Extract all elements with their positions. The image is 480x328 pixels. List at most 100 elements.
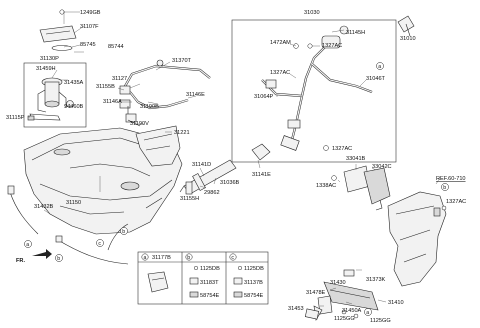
callout-1327ac-top: 1327AC bbox=[322, 43, 342, 49]
clip-31177b-icon bbox=[147, 271, 169, 293]
vapor-line-assembly bbox=[119, 59, 211, 127]
marker-b-tank: b bbox=[55, 254, 63, 262]
fuel-pump-gasket bbox=[51, 45, 73, 51]
callout-31036b: 31036B bbox=[220, 180, 240, 186]
legend-cell-b: b 1125DB 31183T 58754E bbox=[185, 253, 220, 299]
front-arrow-icon bbox=[32, 249, 52, 259]
canister-filter-assembly bbox=[304, 269, 379, 321]
callout-1327ac-left: 1327AC bbox=[270, 70, 290, 76]
legend-b-part1: 1125DB bbox=[200, 266, 220, 272]
callout-85745: 85745 bbox=[80, 42, 96, 48]
callout-31141d: 31141D bbox=[192, 162, 211, 168]
marker-a3-label: a bbox=[366, 310, 369, 316]
callout-31030: 31030 bbox=[304, 10, 320, 16]
callout-1249gb: 1249GB bbox=[80, 10, 101, 16]
marker-b-canister: b bbox=[441, 183, 449, 191]
legend-c-part2: 31137B bbox=[244, 280, 263, 286]
legend-c-part1: 1125DB bbox=[244, 266, 264, 272]
legend-table bbox=[137, 251, 269, 305]
legend-b-part3: 58754E bbox=[200, 293, 220, 299]
clip-31137b-icon bbox=[233, 277, 243, 285]
marker-a2-label: a bbox=[378, 64, 381, 70]
callout-31432b: 31432B bbox=[34, 204, 54, 210]
legend-c-letter: c bbox=[231, 255, 234, 261]
callout-1338ac: 1338AC bbox=[316, 183, 336, 189]
callout-31146e: 31146E bbox=[186, 92, 205, 98]
callout-31107f: 31107F bbox=[80, 24, 99, 30]
front-direction-label: FR. bbox=[16, 258, 25, 264]
clip-58754e-c-icon bbox=[233, 291, 243, 298]
callout-29862: 29862 bbox=[204, 190, 220, 196]
callout-1327ac-mid: 1327AC bbox=[332, 146, 352, 152]
callout-31430: 31430 bbox=[330, 280, 346, 286]
bolt-1327ac-2 bbox=[441, 205, 447, 211]
callout-94460b: 94460B bbox=[64, 104, 84, 110]
fuel-pump-module bbox=[27, 77, 74, 121]
legend-b-part2: 31183T bbox=[200, 280, 219, 286]
callout-31190v: 31190V bbox=[130, 121, 149, 127]
screw-c-icon bbox=[237, 265, 243, 271]
callout-1472am: 1472AM bbox=[270, 40, 291, 46]
marker-a-tank: a bbox=[24, 240, 32, 248]
canister-bracket bbox=[343, 165, 391, 211]
canister bbox=[387, 191, 447, 287]
tank-heat-shield bbox=[135, 125, 181, 167]
callout-31127: 31127 bbox=[112, 76, 127, 82]
callout-31459h: 31459H bbox=[36, 66, 56, 72]
fuel-pump-module-box bbox=[23, 62, 87, 128]
fuel-pump-cover-plate bbox=[39, 25, 77, 43]
callout-31064p: 31064P bbox=[254, 94, 274, 100]
marker-c-label: c bbox=[98, 241, 101, 247]
marker-c-tank: c bbox=[96, 239, 104, 247]
callout-31046t: 31046T bbox=[366, 76, 386, 82]
callout-31453: 31453 bbox=[288, 306, 304, 312]
callout-31410: 31410 bbox=[388, 300, 404, 306]
callout-33041b: 33041B bbox=[346, 156, 366, 162]
clip-31183t-icon bbox=[189, 277, 199, 285]
callout-31115p: 31115P bbox=[6, 115, 25, 121]
tank-straps bbox=[7, 185, 129, 265]
callout-31450a: 31450A bbox=[342, 308, 362, 314]
callout-31190b: 31190B bbox=[140, 104, 159, 110]
filler-pipe-assembly bbox=[261, 25, 373, 151]
clip-58754e-b-icon bbox=[189, 291, 199, 298]
legend-b-letter: b bbox=[187, 255, 190, 261]
callout-33042c: 33042C bbox=[372, 164, 392, 170]
screw-b-icon bbox=[193, 265, 199, 271]
callout-31370t: 31370T bbox=[172, 58, 192, 64]
callout-1125gg-b: 1125GG bbox=[370, 318, 391, 324]
filler-neck-seal bbox=[251, 143, 271, 161]
marker-b3-label: b bbox=[443, 185, 446, 191]
callout-31145h: 31145H bbox=[346, 30, 365, 36]
callout-85744: 85744 bbox=[108, 44, 124, 50]
reference-label: REF.60-710 bbox=[436, 176, 466, 182]
callout-31221: 31221 bbox=[174, 130, 190, 136]
callout-31150: 31150 bbox=[66, 200, 81, 206]
callout-1125gg-a: 1125GG bbox=[334, 316, 355, 322]
callout-31373k: 31373K bbox=[366, 277, 386, 283]
filler-neck-pipe bbox=[179, 159, 237, 195]
callout-31146a: 31146A bbox=[103, 99, 122, 105]
callout-31130p: 31130P bbox=[40, 56, 59, 62]
callout-31155b: 31155B bbox=[96, 84, 115, 90]
legend-cell-c: c 1125DB 31137B 58754E bbox=[229, 253, 264, 299]
fuel-tank bbox=[23, 127, 183, 235]
marker-a-canister: a bbox=[364, 308, 372, 316]
filler-pipe-assembly-box bbox=[231, 19, 397, 163]
legend-c-part3: 58754E bbox=[244, 293, 264, 299]
callout-31478e: 31478E bbox=[306, 290, 326, 296]
marker-b2-label: b bbox=[122, 229, 125, 235]
marker-a-label: a bbox=[26, 242, 29, 248]
legend-cell-a: a 31177B bbox=[141, 253, 171, 293]
legend-a-letter: a bbox=[144, 255, 147, 261]
bolt-1338ac bbox=[331, 175, 337, 181]
callout-31155h: 31155H bbox=[180, 196, 199, 202]
legend-a-part: 31177B bbox=[152, 255, 171, 261]
marker-b-label: b bbox=[57, 256, 60, 262]
fuel-cap bbox=[397, 15, 415, 37]
bolt-1327ac bbox=[323, 145, 329, 151]
callout-1327ac-right: 1327AC bbox=[446, 199, 466, 205]
marker-b-strap: b bbox=[120, 227, 128, 235]
callout-31435a: 31435A bbox=[64, 80, 84, 86]
